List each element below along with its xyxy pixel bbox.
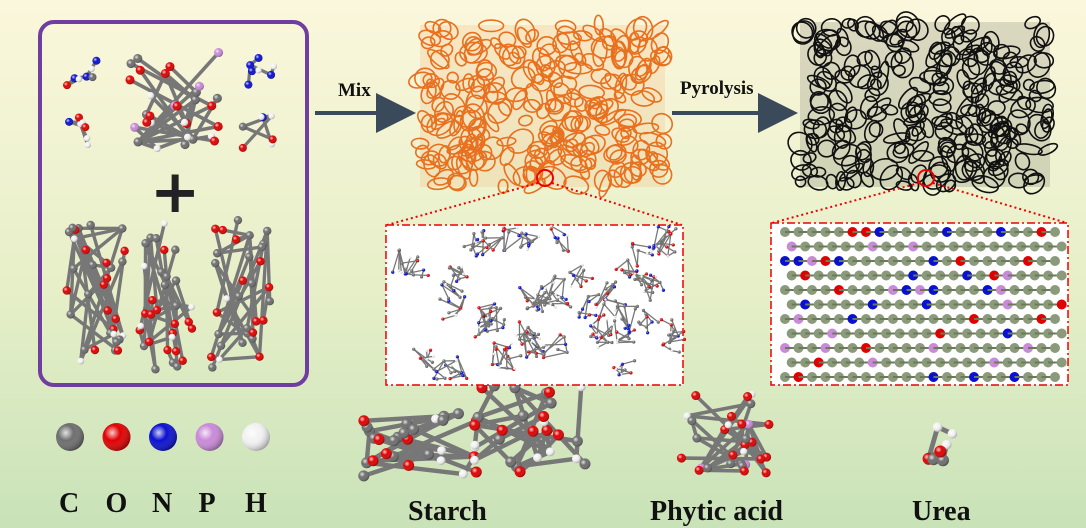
pyrolysis-label: Pyrolysis bbox=[680, 78, 754, 99]
zoom-line bbox=[551, 182, 683, 226]
zoom-line bbox=[771, 182, 920, 224]
phytic-acid-label: Phytic acid bbox=[650, 496, 783, 527]
doped-carbon-lattice bbox=[780, 227, 1067, 382]
precursor-frame bbox=[38, 20, 309, 387]
mixed-precursor-network bbox=[408, 14, 674, 198]
carbon-network bbox=[787, 11, 1059, 196]
atom-P-label: P bbox=[199, 488, 216, 519]
atom-O-label: O bbox=[106, 488, 128, 519]
molecule-models bbox=[62, 48, 958, 482]
zoom-line bbox=[386, 182, 539, 226]
urea-label: Urea bbox=[912, 496, 971, 527]
mix-label: Mix bbox=[338, 80, 371, 101]
molecular-mixture bbox=[391, 224, 687, 381]
plus-sign: + bbox=[150, 157, 200, 227]
atom-H-label: H bbox=[245, 488, 267, 519]
zoom-line bbox=[932, 182, 1068, 224]
zoom-highlight-right bbox=[917, 169, 935, 187]
atom-N-label: N bbox=[152, 488, 172, 519]
starch-label: Starch bbox=[408, 496, 487, 527]
atom-C-label: C bbox=[59, 488, 79, 519]
zoom-highlight-left bbox=[536, 169, 554, 187]
